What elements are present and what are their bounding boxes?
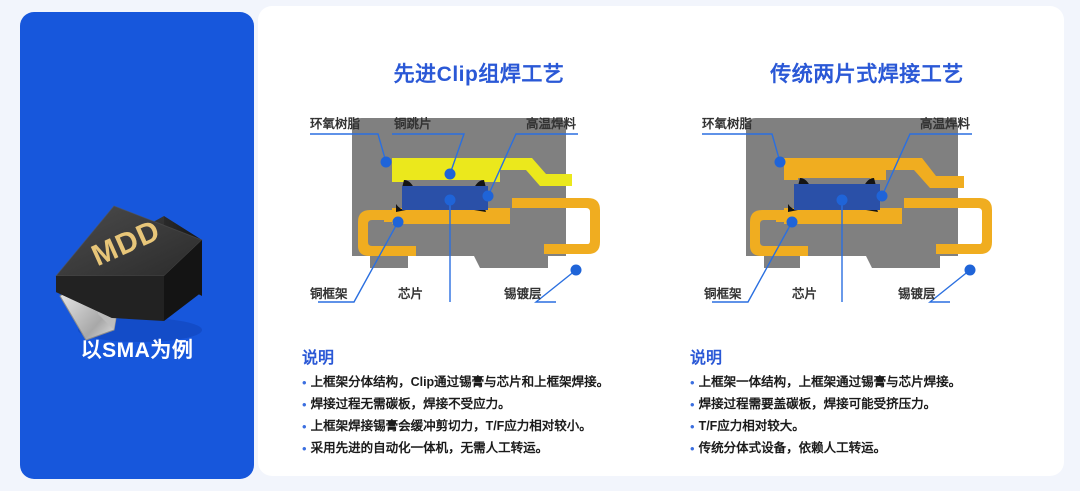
leader-tin: [534, 269, 577, 303]
leader-dot-die: [836, 194, 848, 206]
leader-epoxy: [702, 133, 781, 163]
note-item: • 传统分体式设备，依赖人工转运。: [690, 441, 1050, 456]
note-text: 传统分体式设备，依赖人工转运。: [698, 441, 887, 455]
bullet-icon: •: [302, 397, 307, 412]
diagram-two-piece-cross-section: 环氧树脂 高温焊料 铜框架 芯片 锡镀层: [702, 116, 992, 303]
bullet-icon: •: [302, 419, 307, 434]
leader-tin: [928, 269, 971, 303]
diagram-clip-bond-cross-section: 环氧树脂 铜跳片 高温焊料 铜框架 芯片 锡镀层: [310, 116, 600, 303]
leader-dot-leadframe: [786, 216, 798, 228]
label-bottom-0: 铜框架: [704, 286, 742, 301]
column-advanced-clip: 先进Clip组焊工艺: [288, 6, 670, 476]
label-top-1: 高温焊料: [920, 116, 971, 131]
notes-heading: 说明: [302, 350, 335, 367]
note-text: T/F应力相对较大。: [698, 419, 805, 433]
note-item: • T/F应力相对较大。: [690, 419, 1050, 434]
leader-dot-solder: [482, 190, 494, 202]
leader-dot-clip: [444, 168, 456, 180]
note-item: • 焊接过程无需碳板，焊接不受应力。: [302, 397, 662, 412]
column-traditional-two-piece: 传统两片式焊接工艺: [676, 6, 1058, 476]
column-title-advanced-clip: 先进Clip组焊工艺: [393, 63, 565, 86]
notes-traditional: 说明 • 上框架一体结构，上框架通过锡膏与芯片焊接。 • 焊接过程需要盖碳板，焊…: [690, 344, 1050, 463]
bullet-icon: •: [302, 441, 307, 456]
note-text: 上框架焊接锡膏会缓冲剪切力，T/F应力相对较小。: [310, 419, 592, 433]
leader-dot-leadframe: [392, 216, 404, 228]
bullet-icon: •: [690, 441, 695, 456]
notes-heading: 说明: [690, 350, 723, 367]
label-top-2: 高温焊料: [526, 116, 577, 131]
lead-frame-right: [904, 198, 992, 254]
note-item: • 上框架一体结构，上框架通过锡膏与芯片焊接。: [690, 375, 1050, 390]
label-bottom-2: 锡镀层: [504, 286, 542, 301]
note-text: 焊接过程需要盖碳板，焊接可能受挤压力。: [698, 397, 937, 411]
label-top-0: 环氧树脂: [310, 116, 361, 131]
comparison-card: 先进Clip组焊工艺: [258, 6, 1064, 476]
sma-diode-image: MDD: [54, 205, 203, 342]
bullet-icon: •: [690, 397, 695, 412]
leader-leadframe: [712, 221, 793, 303]
column-title-traditional: 传统两片式焊接工艺: [770, 63, 964, 86]
note-text: 上框架分体结构，Clip通过锡膏与芯片和上框架焊接。: [310, 375, 610, 389]
bullet-icon: •: [302, 375, 307, 390]
notes-advanced-clip: 说明 • 上框架分体结构，Clip通过锡膏与芯片和上框架焊接。 • 焊接过程无需…: [302, 344, 662, 463]
label-bottom-0: 铜框架: [310, 286, 348, 301]
product-panel: MDD 以SMA为例: [20, 12, 254, 479]
note-text: 采用先进的自动化一体机，无需人工转运。: [310, 441, 549, 455]
leader-solder: [881, 133, 972, 197]
label-bottom-2: 锡镀层: [898, 286, 936, 301]
note-item: • 采用先进的自动化一体机，无需人工转运。: [302, 441, 662, 456]
leader-epoxy: [310, 133, 387, 163]
label-top-1: 铜跳片: [394, 116, 432, 131]
note-item: • 上框架分体结构，Clip通过锡膏与芯片和上框架焊接。: [302, 375, 662, 390]
leader-dot-die: [444, 194, 456, 206]
die-chip: [794, 184, 880, 210]
leader-dot-tin: [964, 264, 976, 276]
note-text: 焊接过程无需碳板，焊接不受应力。: [310, 397, 511, 411]
bullet-icon: •: [690, 419, 695, 434]
leader-dot-tin: [570, 264, 582, 276]
bullet-icon: •: [690, 375, 695, 390]
note-text: 上框架一体结构，上框架通过锡膏与芯片焊接。: [698, 375, 962, 389]
lead-frame-right: [512, 198, 600, 254]
label-bottom-1: 芯片: [792, 286, 817, 301]
note-item: • 上框架焊接锡膏会缓冲剪切力，T/F应力相对较小。: [302, 419, 662, 434]
panel-caption: 以SMA为例: [80, 339, 194, 362]
leader-solder: [487, 133, 578, 197]
leader-dot-epoxy: [380, 156, 392, 168]
leader-leadframe: [318, 221, 399, 303]
label-top-0: 环氧树脂: [702, 116, 753, 131]
label-bottom-1: 芯片: [398, 286, 423, 301]
leader-clip: [392, 133, 465, 175]
note-item: • 焊接过程需要盖碳板，焊接可能受挤压力。: [690, 397, 1050, 412]
leader-dot-solder: [876, 190, 888, 202]
leader-dot-epoxy: [774, 156, 786, 168]
